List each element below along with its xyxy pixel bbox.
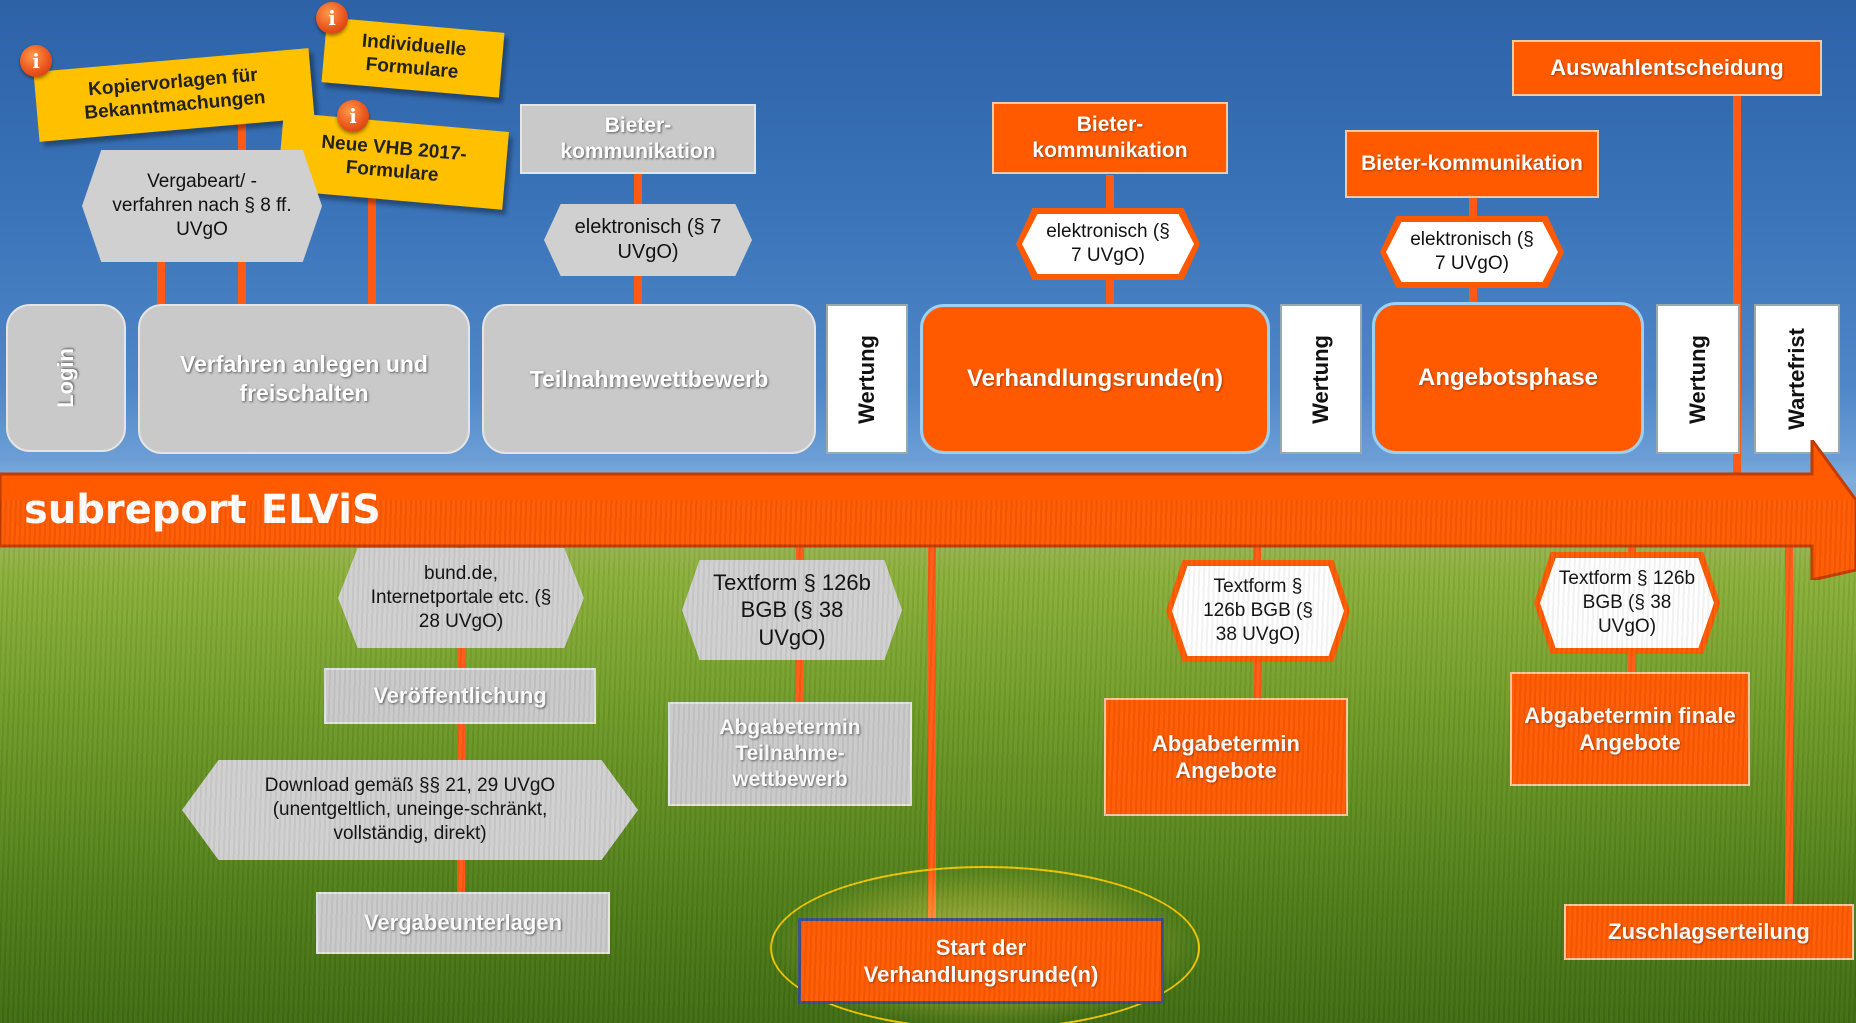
phase-verfahren-label: Verfahren anlegen und freischalten [180,351,428,406]
vergabeunterlagen-box: Vergabeunterlagen [316,892,610,954]
brand-sub: sub [24,487,105,533]
auswahlentscheidung-label: Auswahlentscheidung [1550,55,1784,81]
elektronisch-label: elektronisch (§ 7 UVgO) [1410,229,1534,274]
textform-hexagon: Textform § 126b BGB (§ 38 UVgO) [1534,552,1720,654]
zuschlagserteilung-label: Zuschlagserteilung [1608,919,1810,945]
note-kopiervorlagen[interactable]: Kopiervorlagen für Bekanntmachungen [33,48,315,142]
timeline-arrow [0,440,1856,580]
bieterkommunikation-box: Bieter-kommunikation [1345,130,1599,198]
auswahlentscheidung-box: Auswahlentscheidung [1512,40,1822,96]
phase-wartefrist[interactable]: Wartefrist [1754,304,1840,454]
connector-line [928,540,936,920]
elektronisch-label: elektronisch (§ 7 UVgO) [574,216,722,263]
vergabeart-label: Vergabeart/ -verfahren nach § 8 ff. UVgO [112,171,292,240]
phase-verfahren-anlegen[interactable]: Verfahren anlegen und freischalten [138,304,470,454]
phase-wertung-label: Wertung [1308,334,1334,424]
phase-login-label: Login [53,348,79,408]
start-verhandlung-box: Start der Verhandlungsrunde(n) [798,918,1164,1004]
phase-wartefrist-label: Wartefrist [1784,328,1810,430]
phase-teilnahmewettbewerb[interactable]: Teilnahmewettbewerb [482,304,816,454]
phase-wertung-label: Wertung [854,334,880,424]
download-hexagon: Download gemäß §§ 21, 29 UVgO (unentgelt… [182,760,638,860]
phase-wertung[interactable]: Wertung [1280,304,1362,454]
textform-label: Textform § 126b BGB (§ 38 UVgO) [1203,576,1313,645]
bieterkommunikation-label: Bieter-kommunikation [1361,151,1583,175]
phase-wertung[interactable]: Wertung [826,304,908,454]
abgabetermin-teilnahme-box: Abgabetermin Teilnahme-wettbewerb [668,702,912,806]
textform-label: Textform § 126b BGB (§ 38 UVgO) [713,569,871,650]
brand-label: subreport ELViS [24,486,381,534]
textform-hexagon: Textform § 126b BGB (§ 38 UVgO) [682,560,902,660]
phase-verhandlung-label: Verhandlungsrunde(n) [966,365,1223,392]
zuschlagserteilung-box: Zuschlagserteilung [1564,904,1854,960]
textform-hexagon: Textform § 126b BGB (§ 38 UVgO) [1166,560,1350,662]
note-individuelle-label: Individuelle Formulare [361,30,468,83]
veroeffentlichung-label: Veröffentlichung [373,683,547,709]
brand-elvis: ELViS [260,487,381,533]
info-icon[interactable]: i [20,45,52,77]
start-verhandlung-label: Start der Verhandlungsrunde(n) [863,934,1099,988]
phase-verhandlungsrunde[interactable]: Verhandlungsrunde(n) [920,304,1270,454]
abgabetermin-teilnahme-label: Abgabetermin Teilnahme-wettbewerb [719,715,861,792]
elektronisch-hexagon: elektronisch (§ 7 UVgO) [1016,208,1200,280]
veroeffentlichung-box: Veröffentlichung [324,668,596,724]
bieterkommunikation-label: Bieter-kommunikation [1032,112,1188,162]
bund-hexagon: bund.de, Internetportale etc. (§ 28 UVgO… [338,548,584,648]
phase-teilnahme-label: Teilnahmewettbewerb [529,365,769,392]
connector-line [368,180,376,310]
abgabetermin-final-label: Abgabetermin finale Angebote [1524,702,1736,756]
note-individuelle-formulare[interactable]: Individuelle Formulare [321,17,505,98]
phase-angebot-label: Angebotsphase [1417,364,1599,391]
bieterkommunikation-box: Bieter-kommunikation [520,104,756,174]
note-kopiervorlagen-label: Kopiervorlagen für Bekanntmachungen [83,64,267,124]
vergabeunterlagen-label: Vergabeunterlagen [363,910,563,936]
vergabeart-hexagon: Vergabeart/ -verfahren nach § 8 ff. UVgO [82,150,322,262]
textform-label: Textform § 126b BGB (§ 38 UVgO) [1558,568,1696,637]
abgabetermin-final-box: Abgabetermin finale Angebote [1510,672,1750,786]
connector-line [1733,90,1741,480]
phase-wertung-label: Wertung [1685,334,1711,424]
bund-label: bund.de, Internetportale etc. (§ 28 UVgO… [370,563,552,632]
brand-report: report [104,487,247,533]
info-icon[interactable]: i [316,2,348,34]
bieterkommunikation-box: Bieter-kommunikation [992,102,1228,174]
phase-wertung[interactable]: Wertung [1656,304,1740,454]
abgabetermin-angebote-label: Abgabetermin Angebote [1152,730,1300,784]
info-icon[interactable]: i [337,100,369,132]
abgabetermin-angebote-box: Abgabetermin Angebote [1104,698,1348,816]
elektronisch-hexagon: elektronisch (§ 7 UVgO) [1380,216,1564,288]
connector-line [1785,540,1793,920]
download-label: Download gemäß §§ 21, 29 UVgO (unentgelt… [264,775,556,844]
phase-login[interactable]: Login [6,304,126,452]
elektronisch-hexagon: elektronisch (§ 7 UVgO) [544,204,752,276]
phase-angebotsphase[interactable]: Angebotsphase [1372,302,1644,454]
bieterkommunikation-label: Bieter-kommunikation [560,113,716,163]
elektronisch-label: elektronisch (§ 7 UVgO) [1046,221,1170,266]
